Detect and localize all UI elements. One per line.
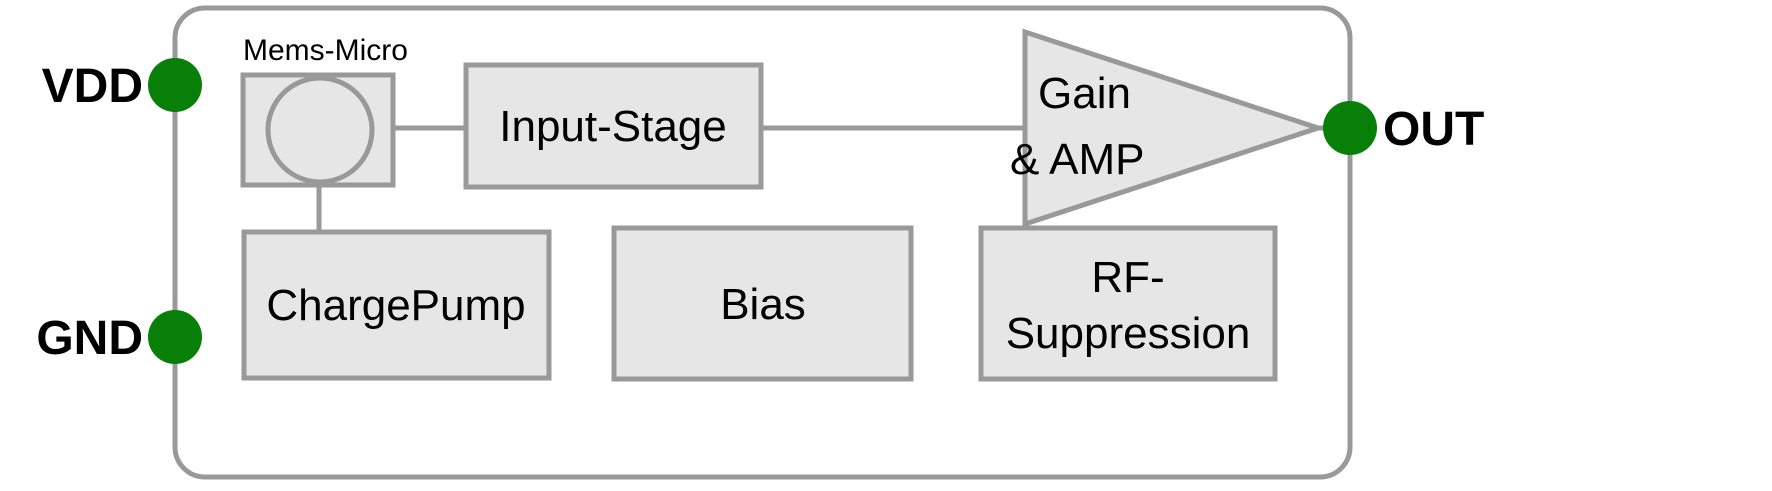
pin-label-gnd: GND xyxy=(36,312,143,365)
charge-pump-body xyxy=(241,229,552,381)
block-charge-pump[interactable]: ChargePump xyxy=(241,229,552,381)
rf-suppression-label-line-2: Suppression xyxy=(1006,309,1251,358)
chip-boundary xyxy=(172,5,1353,480)
block-input-stage[interactable]: Input-Stage xyxy=(463,62,764,190)
input-stage-label: Input-Stage xyxy=(499,102,727,151)
rf-suppression-label-line-1: RF- xyxy=(1091,253,1164,302)
rf-suppression-body xyxy=(978,225,1278,382)
block-mems-micro[interactable] xyxy=(240,72,396,188)
gain-amp-triangle-body xyxy=(1022,28,1327,228)
mems-micro-label: Mems-Micro xyxy=(243,34,408,67)
pin-node-out[interactable] xyxy=(1323,101,1377,155)
charge-pump-label: ChargePump xyxy=(266,281,525,330)
pin-node-gnd[interactable] xyxy=(148,310,202,364)
gain-amp-label-line-2: & AMP xyxy=(1010,135,1145,184)
pin-node-vdd[interactable] xyxy=(148,58,202,112)
bias-label: Bias xyxy=(720,280,806,329)
microphone-membrane-icon xyxy=(265,75,375,185)
input-stage-body xyxy=(463,62,764,190)
pin-label-out: OUT xyxy=(1383,103,1484,156)
gain-amp-label-line-1: Gain xyxy=(1038,69,1131,118)
block-gain-amp[interactable]: Gain & AMP xyxy=(1010,28,1327,228)
bias-body xyxy=(611,225,914,382)
pin-label-vdd: VDD xyxy=(42,60,143,113)
block-rf-suppression[interactable]: RF- Suppression xyxy=(978,225,1278,382)
block-bias[interactable]: Bias xyxy=(611,225,914,382)
